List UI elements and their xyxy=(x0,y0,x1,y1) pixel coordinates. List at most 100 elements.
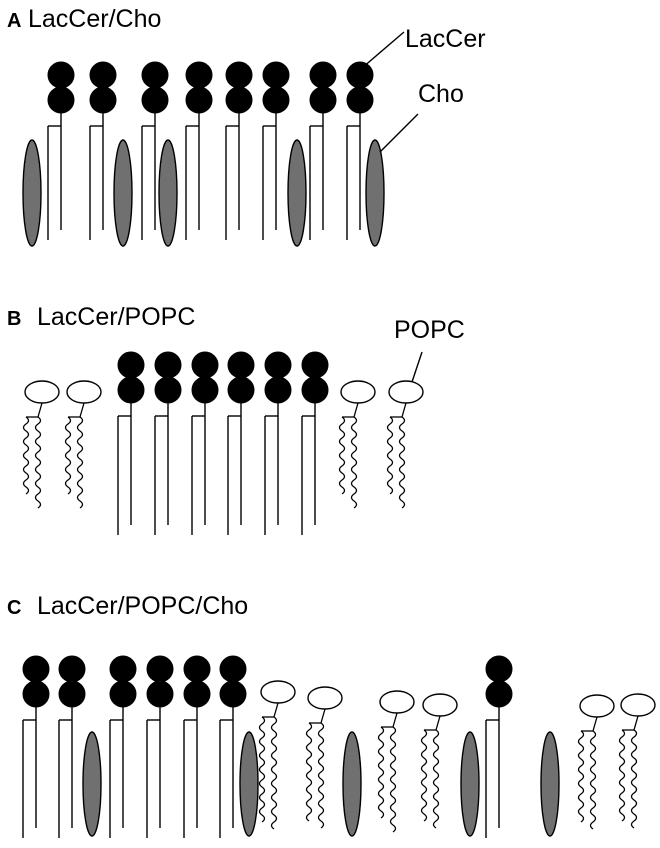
laccer-sugar-head xyxy=(47,86,75,114)
laccer-sugar-head xyxy=(309,86,337,114)
popc-lipid xyxy=(64,380,102,509)
laccer-sugar-head xyxy=(309,61,337,89)
panel-c-letter: C xyxy=(7,597,21,619)
popc-head xyxy=(388,380,424,404)
cholesterol xyxy=(460,731,480,837)
cholesterol xyxy=(113,139,133,247)
popc-linker xyxy=(592,716,598,732)
laccer-sugar-head xyxy=(183,680,211,708)
popc-linker xyxy=(435,715,441,731)
popc-tail xyxy=(305,722,313,822)
popc-lipid xyxy=(305,686,343,829)
laccer-lipid xyxy=(117,351,145,535)
popc-lipid xyxy=(377,690,415,833)
laccer-sugar-head xyxy=(146,655,174,683)
laccer-lipid xyxy=(22,655,50,838)
laccer-sugar-head xyxy=(346,61,374,89)
laccer-sugar-head xyxy=(225,61,253,89)
popc-callout-line xyxy=(411,351,423,383)
popc-tail xyxy=(22,416,30,495)
laccer-lipid xyxy=(309,61,337,240)
cholesterol xyxy=(342,731,362,837)
cholesterol xyxy=(158,139,178,247)
panel-a-letter: A xyxy=(7,10,21,32)
laccer-lipid xyxy=(141,61,169,240)
laccer-sugar-head xyxy=(262,86,290,114)
laccer-lipid xyxy=(219,655,247,838)
laccer-sugar-head xyxy=(22,655,50,683)
laccer-sugar-head xyxy=(58,655,86,683)
popc-linker xyxy=(273,702,279,718)
laccer-sugar-head xyxy=(141,61,169,89)
laccer-sugar-head xyxy=(109,680,137,708)
laccer-lipid xyxy=(262,61,290,240)
laccer-sugar-head xyxy=(301,351,329,379)
laccer-lipid xyxy=(225,61,253,240)
popc-head xyxy=(24,380,60,404)
popc-tail xyxy=(64,416,72,495)
popc-linker xyxy=(633,715,639,731)
popc-linker xyxy=(401,402,407,418)
laccer-sugar-head xyxy=(485,655,513,683)
laccer-lipid xyxy=(485,655,513,838)
laccer-sugar-head xyxy=(22,680,50,708)
cholesterol xyxy=(82,731,102,837)
laccer-sugar-head xyxy=(89,61,117,89)
popc-tail xyxy=(34,416,42,509)
popc-head xyxy=(579,694,615,718)
laccer-sugar-head xyxy=(58,680,86,708)
panel-a-components xyxy=(22,61,385,247)
laccer-sugar-head xyxy=(141,86,169,114)
laccer-sugar-head xyxy=(117,351,145,379)
cholesterol-ring xyxy=(82,731,102,837)
cholesterol-ring xyxy=(239,731,259,837)
laccer-sugar-head xyxy=(89,86,117,114)
cholesterol-ring xyxy=(287,139,307,247)
cholesterol xyxy=(239,731,259,837)
cholesterol xyxy=(540,731,560,837)
popc-head xyxy=(307,686,343,710)
laccer-sugar-head xyxy=(185,61,213,89)
popc-head xyxy=(422,693,458,717)
panel-a-title: LacCer/Cho xyxy=(28,5,161,33)
laccer-sugar-head xyxy=(219,655,247,683)
cholesterol xyxy=(287,139,307,247)
popc-head xyxy=(66,380,102,404)
popc-lipid xyxy=(338,380,376,509)
panel-c-components xyxy=(22,655,656,838)
laccer-sugar-head xyxy=(227,376,255,404)
popc-callout-label: POPC xyxy=(394,316,465,344)
laccer-sugar-head xyxy=(264,351,292,379)
laccer-sugar-head xyxy=(219,680,247,708)
popc-tail xyxy=(577,730,585,823)
popc-lipid xyxy=(22,380,60,509)
popc-head xyxy=(620,693,656,717)
laccer-lipid xyxy=(227,351,255,535)
popc-lipid xyxy=(618,693,656,829)
cholesterol xyxy=(22,139,42,247)
cholesterol-ring xyxy=(342,731,362,837)
popc-tail xyxy=(258,716,266,823)
laccer-sugar-head xyxy=(117,376,145,404)
panel-a: A LacCer/Cho LacCer Cho xyxy=(7,5,486,247)
popc-linker xyxy=(37,402,43,418)
popc-tail xyxy=(350,416,358,509)
panel-c-title: LacCer/POPC/Cho xyxy=(37,592,248,620)
laccer-sugar-head xyxy=(146,680,174,708)
laccer-sugar-head xyxy=(47,61,75,89)
popc-tail xyxy=(618,729,626,822)
laccer-lipid xyxy=(185,61,213,240)
laccer-sugar-head xyxy=(191,351,219,379)
laccer-lipid xyxy=(146,655,174,838)
laccer-sugar-head xyxy=(154,376,182,404)
popc-tail xyxy=(420,729,428,822)
popc-tail xyxy=(317,722,325,829)
cholesterol-ring xyxy=(158,139,178,247)
cholesterol-ring xyxy=(540,731,560,837)
popc-head xyxy=(340,380,376,404)
cho-callout-label: Cho xyxy=(418,80,464,108)
panel-b: B LacCer/POPC POPC xyxy=(7,303,465,535)
laccer-lipid xyxy=(47,61,75,240)
popc-tail xyxy=(338,416,346,495)
